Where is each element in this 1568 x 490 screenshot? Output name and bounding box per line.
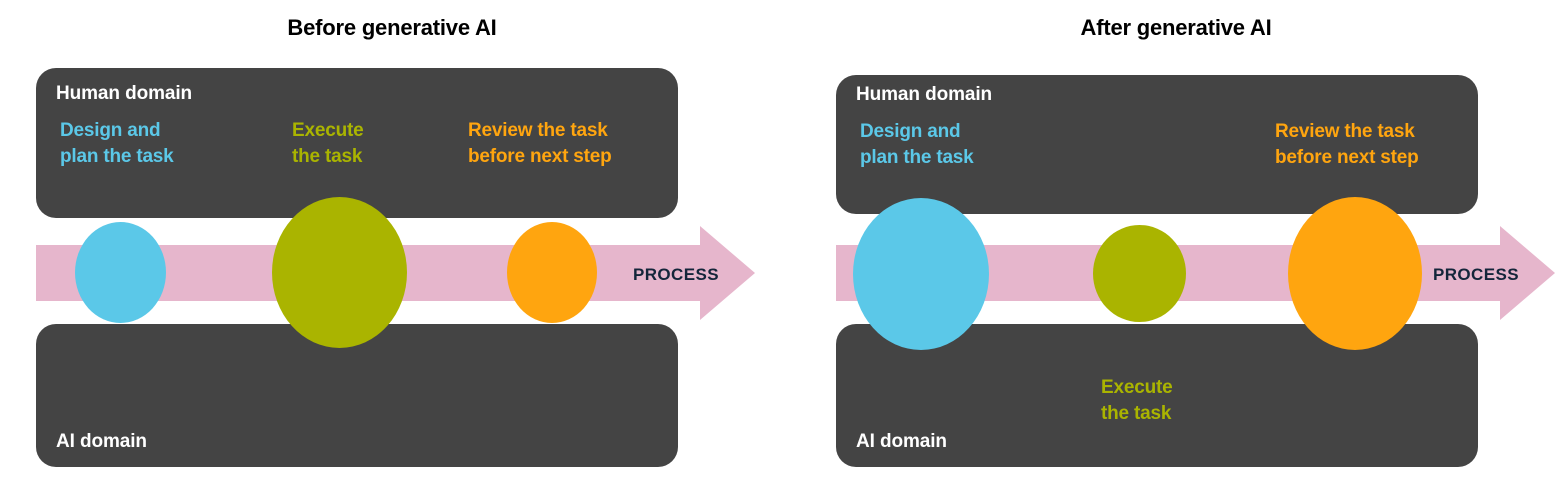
panel-before-generative-ai: Before generative AI Human domain Design… [36, 15, 755, 467]
panel-title-before: Before generative AI [287, 15, 497, 40]
process-label-before: PROCESS [633, 265, 719, 284]
step-node-review-before [507, 222, 597, 323]
step-caption-execute-before: Execute the task [292, 120, 364, 168]
step-node-design-before [75, 222, 166, 323]
step-node-review-after [1288, 197, 1422, 350]
step-node-execute-before [272, 197, 407, 348]
panel-title-after: After generative AI [1080, 15, 1272, 40]
ai-domain-box-before [36, 324, 678, 467]
ai-domain-label-after: AI domain [856, 431, 947, 452]
step-caption-review-before: Review the task before next step [468, 120, 612, 168]
human-domain-box-before [36, 68, 678, 218]
panel-after-generative-ai: After generative AI Human domain Design … [784, 0, 1568, 490]
ai-domain-label-before: AI domain [56, 431, 147, 452]
step-caption-design-after: Design and plan the task [860, 121, 974, 169]
step-caption-review-after: Review the task before next step [1275, 121, 1419, 169]
human-domain-box-after [836, 75, 1478, 214]
step-node-execute-after [1093, 225, 1186, 322]
human-domain-label-before: Human domain [56, 83, 193, 104]
human-domain-label-after: Human domain [856, 84, 993, 105]
step-caption-execute-after: Execute the task [1101, 377, 1173, 425]
step-node-design-after [853, 198, 989, 350]
step-caption-design-before: Design and plan the task [60, 120, 174, 168]
ai-domain-box-after [836, 324, 1478, 467]
process-label-after: PROCESS [1433, 265, 1519, 284]
